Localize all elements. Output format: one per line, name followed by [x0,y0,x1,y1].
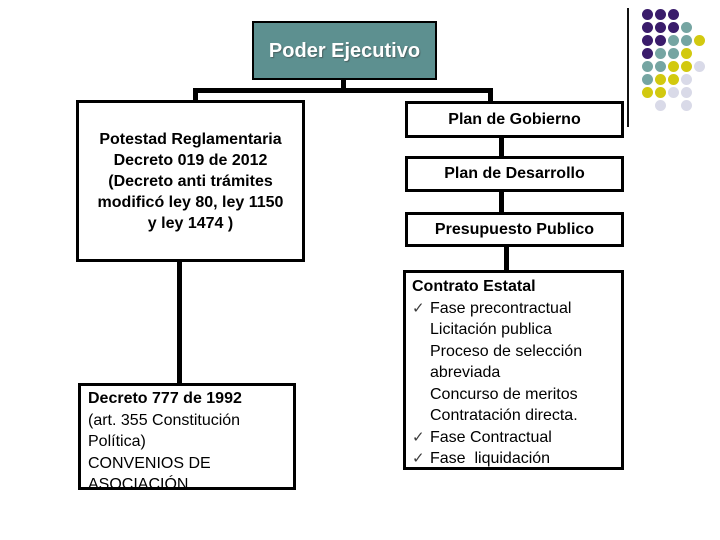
title-text: Poder Ejecutivo [268,39,421,62]
text-line-content: (art. 355 Constitución [88,411,241,429]
box-plan-de-gobierno: Plan de Gobierno [405,101,624,138]
decorative-dot [655,9,666,20]
connector-presupuesto-contrato [504,245,509,272]
decorative-dot [681,87,692,98]
text-line: (art. 355 Constitución [88,410,289,432]
text-line: Proceso de selección [412,341,617,363]
decorative-dot [668,22,679,33]
decorative-dot [668,74,679,85]
text-line: Concurso de meritos [412,384,617,406]
plan-gobierno-label: Plan de Gobierno [448,110,581,128]
text-line: Decreto 019 de 2012 [79,150,302,171]
decorative-dot [642,22,653,33]
decorative-dot [642,9,653,20]
decorative-dot [681,48,692,59]
text-line: Licitación publica [412,319,617,341]
connector-title-stub [341,79,346,90]
text-line-content: Fase precontractual [430,299,572,317]
text-line: ASOCIACIÓN. [88,474,289,496]
decorative-dot [681,74,692,85]
text-line-content: CONVENIOS DE [88,454,211,472]
check-icon: ✓ [412,428,425,446]
text-line: y ley 1474 ) [79,213,302,234]
decorative-dot [642,74,653,85]
text-line-content: (Decreto anti trámites [108,172,273,190]
text-line-content: Política) [88,433,146,450]
decorative-dot [694,61,705,72]
text-line-content: Licitación publica [430,321,552,338]
box-decreto-777: Decreto 777 de 1992 (art. 355 Constitució… [78,383,296,493]
decorative-dot [655,48,666,59]
decorative-dot [655,35,666,46]
dots-pattern [642,9,712,119]
text-line: abreviada [412,362,617,384]
decorative-dot [655,61,666,72]
text-line: ✓ Fase precontractual [412,298,617,320]
decorative-dot [694,35,705,46]
connector-desarrollo-presupuesto [499,190,504,214]
text-line-content: Decreto 777 de 1992 [88,390,242,407]
connector-potestad-decreto [177,260,182,385]
connector-bracket [193,88,493,93]
decorative-dot [668,87,679,98]
presupuesto-label: Presupuesto Publico [434,220,595,238]
text-line: modificó ley 80, ley 1150 [79,192,302,213]
text-line: Decreto 777 de 1992 [88,388,289,410]
text-line-content: ASOCIACIÓN. [88,476,193,493]
text-line-content: Fase Contractual [430,428,552,446]
decorative-dot [668,48,679,59]
text-line-content: Potestad Reglamentaria [99,130,282,148]
decorative-dot [668,9,679,20]
box-plan-de-desarrollo: Plan de Desarrollo [405,156,624,192]
text-line: Potestad Reglamentaria [79,129,302,150]
decorative-dot [681,61,692,72]
decorative-dot [668,35,679,46]
decorative-dot [642,35,653,46]
decorative-dot [681,35,692,46]
vertical-rule [627,8,629,127]
text-line: (Decreto anti trámites [79,171,302,192]
connector-gobierno-desarrollo [499,136,504,158]
text-line: ✓ Fase liquidación [412,448,617,470]
text-line: CONVENIOS DE [88,453,289,475]
text-line-content: y ley 1474 ) [147,214,234,232]
text-line-content: modificó ley 80, ley 1150 [97,193,284,211]
decorative-dot [655,74,666,85]
decorative-dot [655,100,666,111]
connector-drop-left [193,88,198,102]
check-icon: ✓ [412,299,425,317]
decorative-dot [668,61,679,72]
text-line-content: Proceso de selección [430,342,583,360]
text-line-content: Contratación directa. [430,407,578,424]
text-line-content: Fase liquidación [430,450,551,467]
decorative-dot [655,22,666,33]
text-line-content: abreviada [430,364,501,381]
text-line-content: Decreto 019 de 2012 [113,151,268,169]
connector-drop-right [488,88,493,103]
decorative-dot [681,22,692,33]
decorative-dot [642,48,653,59]
decorative-dot [681,100,692,111]
decorative-dot [642,61,653,72]
text-line: ✓ Fase Contractual [412,427,617,449]
text-line: Contrato Estatal [412,276,617,298]
text-line: Contratación directa. [412,405,617,427]
box-presupuesto-publico: Presupuesto Publico [405,212,624,247]
check-icon: ✓ [412,450,425,467]
title-box-poder-ejecutivo: Poder Ejecutivo [252,21,437,80]
decorative-dot [642,87,653,98]
plan-desarrollo-label: Plan de Desarrollo [444,165,585,182]
text-line-content: Contrato Estatal [412,278,536,295]
text-line: Política) [88,431,289,453]
decorative-dot [655,87,666,98]
text-line-content: Concurso de meritos [430,385,578,403]
